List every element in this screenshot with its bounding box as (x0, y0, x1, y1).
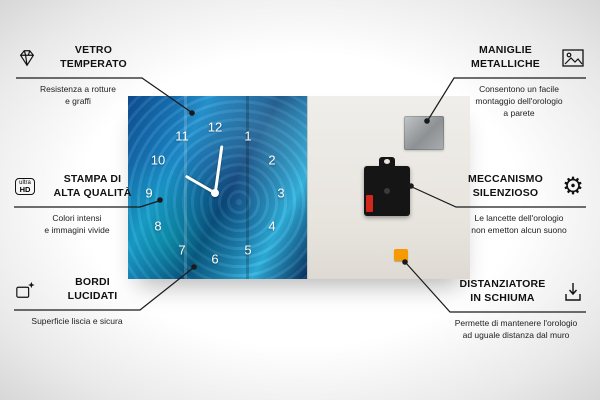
clock-number: 5 (244, 242, 252, 258)
clock-number: 3 (277, 185, 285, 201)
callout-subtitle: Resistenza a rotture e graffi (39, 84, 117, 106)
clock-number: 9 (145, 185, 153, 201)
callout-subtitle: Colori intensi e immagini vivide (44, 213, 110, 235)
callout-silent-mechanism: MECCANISMO SILENZIOSO ⚙ (456, 173, 586, 200)
callout-title: DISTANZIATORE IN SCHIUMA (459, 278, 546, 304)
battery (366, 195, 374, 212)
clock-number: 10 (150, 152, 166, 168)
gear-icon: ⚙ (562, 172, 584, 200)
callout-title: VETRO TEMPERATO (60, 44, 127, 70)
foam-spacer (394, 249, 409, 261)
clock-mechanism (364, 157, 411, 216)
diamond-icon (14, 48, 40, 68)
clock-number: 8 (154, 218, 162, 234)
callout-subtitle: Le lancette dell'orologio non emetton al… (471, 213, 567, 235)
clock-number: 12 (207, 119, 223, 135)
clock-center-cap (211, 189, 219, 197)
clock-number: 2 (268, 152, 276, 168)
clock-number: 6 (211, 251, 219, 267)
mechanism-spindle (384, 188, 391, 194)
clock-number: 1 (244, 128, 252, 144)
clock-face: 12 1 2 3 4 5 6 7 8 9 10 11 (128, 96, 307, 279)
clock-number: 7 (178, 242, 186, 258)
foam-spacer-icon (560, 281, 586, 303)
callout-title: MECCANISMO SILENZIOSO (468, 173, 543, 199)
callout-foam-spacer: DISTANZIATORE IN SCHIUMA (450, 278, 586, 305)
callout-title: STAMPA DI ALTA QUALITÀ (53, 173, 132, 199)
clock-back-panel (307, 96, 470, 279)
minute-hand (213, 145, 223, 194)
picture-frame-icon (560, 48, 586, 68)
callout-subtitle: Superficie liscia e sicura (31, 316, 123, 326)
clock-front-panel: 12 1 2 3 4 5 6 7 8 9 10 11 (128, 96, 308, 279)
clock-number: 11 (175, 128, 189, 144)
wall-clock-product: 12 1 2 3 4 5 6 7 8 9 10 11 (128, 96, 470, 279)
callout-title: BORDI LUCIDATI (67, 276, 118, 302)
callout-subtitle: Consentono un facile montaggio dell'orol… (475, 84, 563, 118)
callout-title: MANIGLIE METALLICHE (471, 44, 540, 70)
callout-subtitle: Permette di mantenere l'orologio ad ugua… (454, 318, 578, 340)
mechanism-hook (379, 157, 396, 167)
callout-polished-edges: BORDI LUCIDATI (12, 276, 142, 303)
clock-number: 4 (268, 218, 276, 234)
polished-edge-icon (12, 280, 38, 300)
metal-hanger-plate (404, 116, 445, 150)
callout-metal-handles: MANIGLIE METALLICHE (456, 44, 586, 71)
callout-tempered-glass: VETRO TEMPERATO (14, 44, 142, 71)
